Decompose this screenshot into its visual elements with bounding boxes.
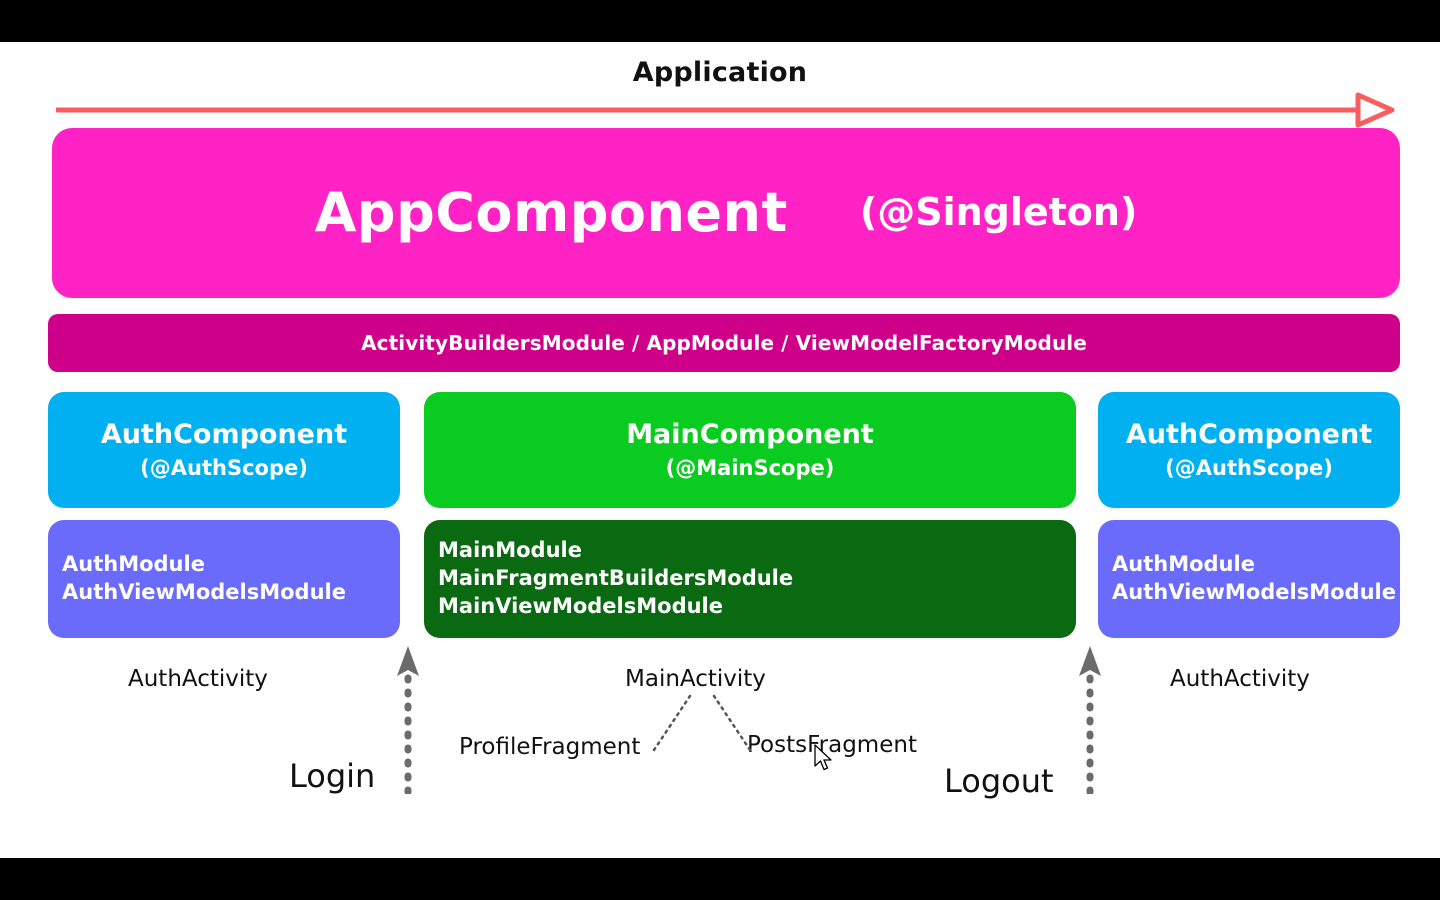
mouse-pointer-icon: [814, 744, 834, 774]
main-module-box[interactable]: MainModule MainFragmentBuildersModule Ma…: [424, 520, 1076, 638]
main-module-line-1: MainModule: [438, 538, 582, 563]
login-label: Login: [289, 757, 376, 795]
dotted-connector-lines-icon: [652, 694, 752, 752]
main-component-scope: (@MainScope): [665, 456, 835, 481]
letterbox-bottom-bar: [0, 858, 1440, 900]
up-arrow-dotted-icon: [397, 646, 419, 796]
auth-component-box-right[interactable]: AuthComponent (@AuthScope): [1098, 392, 1400, 508]
app-component-box[interactable]: AppComponent (@Singleton): [52, 128, 1400, 298]
logout-transition-arrow: [1078, 644, 1102, 796]
login-transition-arrow: [396, 644, 420, 796]
application-title: Application: [632, 57, 808, 88]
auth-component-title-left: AuthComponent: [100, 419, 348, 451]
up-arrow-dotted-icon: [1079, 646, 1101, 796]
auth-module-box-right[interactable]: AuthModule AuthViewModelsModule: [1098, 520, 1400, 638]
auth-module-line-1-right: AuthModule: [1112, 552, 1255, 577]
auth-module-box-left[interactable]: AuthModule AuthViewModelsModule: [48, 520, 400, 638]
auth-component-scope-right: (@AuthScope): [1165, 456, 1333, 481]
app-component-scope: (@Singleton): [859, 190, 1138, 235]
auth-module-line-2-right: AuthViewModelsModule: [1112, 580, 1396, 604]
cursor-arrow-icon: [814, 744, 832, 771]
main-activity-label: MainActivity: [625, 666, 766, 692]
auth-component-title-right: AuthComponent: [1125, 419, 1373, 451]
auth-component-scope-left: (@AuthScope): [140, 456, 308, 481]
auth-module-line-1-left: AuthModule: [62, 552, 205, 577]
auth-component-box-left[interactable]: AuthComponent (@AuthScope): [48, 392, 400, 508]
auth-activity-label-left: AuthActivity: [128, 666, 268, 692]
application-scope-arrow: [56, 92, 1396, 128]
diagram-canvas: Application AppComponent (@Singleton) Ac…: [0, 42, 1440, 858]
main-component-title: MainComponent: [626, 419, 874, 451]
main-module-line-2: MainFragmentBuildersModule: [438, 566, 794, 591]
profile-fragment-label: ProfileFragment: [459, 734, 641, 760]
auth-activity-label-right: AuthActivity: [1170, 666, 1310, 692]
app-modules-text: ActivityBuildersModule / AppModule / Vie…: [361, 331, 1087, 355]
posts-fragment-label: PostsFragment: [747, 732, 917, 758]
logout-label: Logout: [944, 762, 1054, 800]
auth-module-line-2-left: AuthViewModelsModule: [62, 580, 346, 604]
right-arrow-icon: [56, 92, 1395, 128]
main-activity-fragment-connectors: [610, 692, 800, 752]
main-module-line-3: MainViewModelsModule: [438, 593, 723, 618]
letterbox-top-bar: [0, 0, 1440, 42]
app-modules-bar[interactable]: ActivityBuildersModule / AppModule / Vie…: [48, 314, 1400, 372]
app-component-title: AppComponent: [314, 180, 788, 244]
main-component-box[interactable]: MainComponent (@MainScope): [424, 392, 1076, 508]
